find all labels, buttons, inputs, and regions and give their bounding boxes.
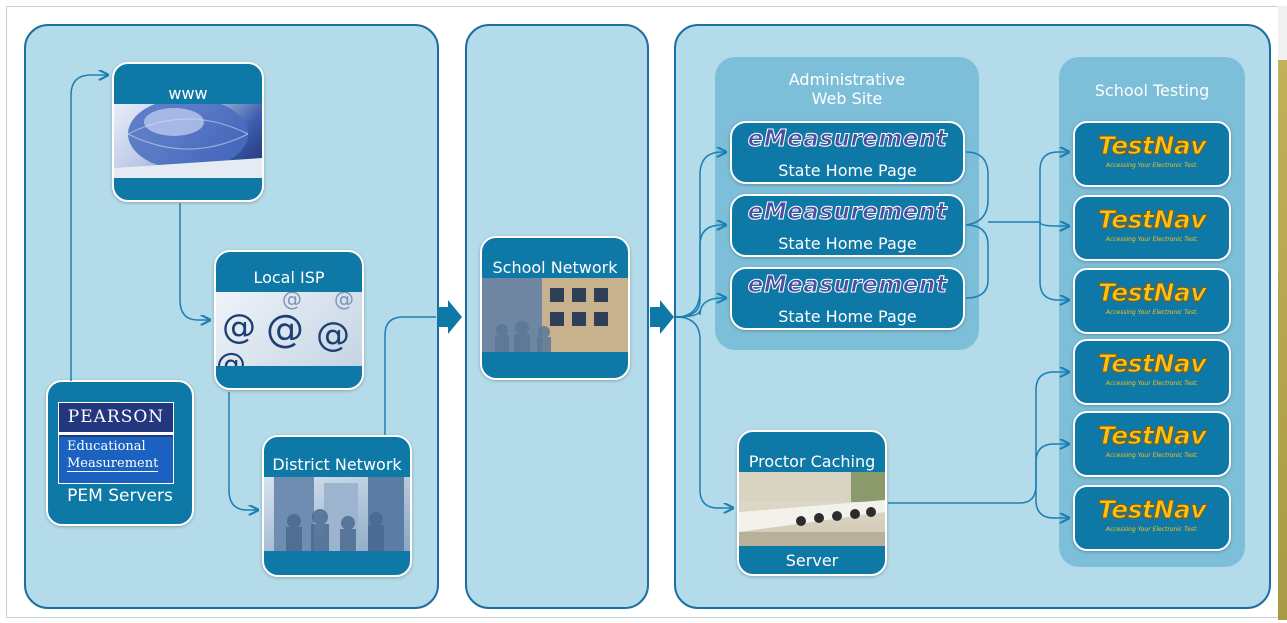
proctor-server-label: Server — [785, 551, 839, 570]
www-label: www — [168, 84, 208, 103]
connector-admin-loop — [965, 151, 1040, 299]
svg-text:@: @ — [316, 315, 350, 355]
local-isp-label: Local ISP — [253, 268, 325, 287]
svg-text:@: @ — [222, 307, 256, 347]
state-home-page-label: State Home Page — [778, 161, 917, 180]
state-home-page-label: State Home Page — [778, 234, 917, 253]
connector-school-to-admin-top — [675, 152, 726, 318]
connector-school-to-admin-mid — [675, 225, 726, 318]
pearson-logo-line2: Measurement — [67, 456, 159, 472]
testnav-card: TestNav Accessing Your Electronic Test. — [1073, 485, 1231, 551]
state-home-page-card: eMeasurement State Home Page — [730, 121, 965, 184]
testnav-tagline: Accessing Your Electronic Test. — [1105, 309, 1199, 316]
computer-lab-icon — [739, 472, 885, 546]
computer-lab-image — [739, 472, 885, 546]
school-building-image — [482, 278, 628, 352]
emeasurement-logo: eMeasurement — [747, 126, 948, 153]
svg-text:@: @ — [334, 292, 354, 311]
testnav-tagline: Accessing Your Electronic Test. — [1105, 452, 1199, 459]
admin-title-line1: Administrative — [788, 70, 906, 89]
pearson-logo-band — [59, 437, 173, 483]
local-isp-card: Local ISP @ @ @ @ @ @ — [214, 250, 364, 390]
testnav-tagline: Accessing Your Electronic Test. — [1105, 380, 1199, 387]
testnav-card: TestNav Accessing Your Electronic Test. — [1073, 411, 1231, 477]
connector-isp-to-district — [228, 392, 258, 510]
building-icon — [274, 477, 404, 551]
school-network-label: School Network — [492, 258, 618, 277]
globe-image — [114, 98, 262, 178]
edge-strip — [1278, 60, 1287, 620]
testnav-logo: TestNav — [1097, 205, 1207, 235]
connector-proctor-to-testnav-6 — [1035, 485, 1069, 518]
connector-admin-to-testnav-1 — [1039, 152, 1069, 222]
emeasurement-logo: eMeasurement — [747, 199, 948, 226]
pem-servers-label: PEM Servers — [67, 486, 173, 506]
connector-proctor-out — [888, 484, 1037, 504]
connector-proctor-to-testnav-4 — [1035, 372, 1069, 485]
testnav-card: TestNav Accessing Your Electronic Test. — [1073, 121, 1231, 187]
testnav-logo: TestNav — [1097, 495, 1207, 525]
district-network-card: District Network — [262, 435, 412, 577]
big-arrow-left — [438, 300, 462, 334]
testnav-card: TestNav Accessing Your Electronic Test. — [1073, 195, 1231, 261]
connector-pem-to-www — [70, 75, 108, 381]
www-card: www — [112, 62, 264, 202]
svg-text:@: @ — [266, 307, 304, 351]
state-home-page-card: eMeasurement State Home Page — [730, 267, 965, 330]
testnav-logo: TestNav — [1097, 278, 1207, 308]
school-network-card: School Network — [480, 236, 630, 380]
connector-www-to-isp — [179, 203, 210, 320]
proctor-caching-card: Proctor Caching Server — [737, 430, 887, 576]
globe-icon — [114, 98, 262, 178]
state-home-page-label: State Home Page — [778, 307, 917, 326]
testnav-tagline: Accessing Your Electronic Test. — [1105, 236, 1199, 243]
skyscraper-image — [264, 477, 410, 551]
school-testing-title: School Testing — [1094, 81, 1210, 100]
connector-proctor-to-testnav-5 — [1035, 444, 1069, 485]
pearson-logo-line1: Educational — [67, 439, 146, 454]
school-building-icon — [482, 278, 628, 352]
emeasurement-logo: eMeasurement — [747, 272, 948, 299]
connector-school-to-proctor — [675, 316, 733, 508]
connector-district-to-school — [384, 316, 436, 435]
admin-title-line2: Web Site — [811, 89, 883, 108]
connector-school-to-admin-bot — [675, 298, 726, 318]
pearson-logo-rule — [59, 432, 173, 435]
svg-text:@: @ — [282, 292, 302, 311]
testnav-logo: TestNav — [1097, 131, 1207, 161]
testnav-tagline: Accessing Your Electronic Test. — [1105, 162, 1199, 169]
pem-servers-card: PEARSON Educational Measurement PEM Serv… — [46, 380, 194, 526]
connector-admin-to-testnav-2 — [1039, 222, 1069, 226]
at-sign-icon: @ @ @ @ @ @ — [216, 287, 354, 382]
testnav-logo: TestNav — [1097, 421, 1207, 451]
pearson-logo-top: PEARSON — [67, 407, 165, 427]
edge-strip-top — [1278, 6, 1287, 60]
big-arrow-right — [650, 300, 674, 334]
proctor-caching-label: Proctor Caching — [748, 452, 876, 471]
testnav-tagline: Accessing Your Electronic Test. — [1105, 526, 1199, 533]
testnav-card: TestNav Accessing Your Electronic Test. — [1073, 268, 1231, 334]
district-network-label: District Network — [272, 455, 402, 474]
connector-admin-to-testnav-3 — [1039, 222, 1069, 300]
at-signs-image: @ @ @ @ @ @ — [216, 287, 362, 382]
testnav-logo: TestNav — [1097, 349, 1207, 379]
state-home-page-card: eMeasurement State Home Page — [730, 194, 965, 257]
pearson-logo: PEARSON Educational Measurement — [58, 402, 174, 484]
testnav-card: TestNav Accessing Your Electronic Test. — [1073, 339, 1231, 405]
